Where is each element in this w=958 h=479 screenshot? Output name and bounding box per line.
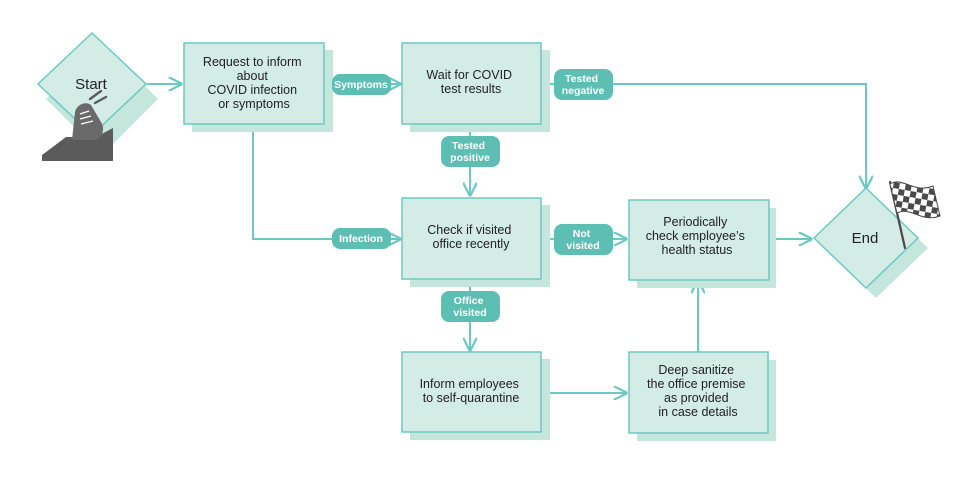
- step-check-line-1: Check if visited: [427, 223, 511, 237]
- step-wait: Wait for COVID test results: [401, 42, 550, 132]
- label-tested-negative: Tested negative: [554, 69, 613, 100]
- step-sanitize-line-4: in case details: [658, 405, 737, 419]
- svg-text:Inform employees to self: Inform employees to self-quarantine: [420, 377, 523, 405]
- svg-text:Check if visited office: Check if visited office recently: [427, 223, 515, 251]
- step-sanitize-line-1: Deep sanitize: [658, 363, 734, 377]
- svg-text:Not visited: Not visited: [566, 228, 599, 252]
- step-check-line-2: office recently: [433, 237, 511, 251]
- step-periodic-line-1: Periodically: [663, 215, 728, 229]
- step-periodic-line-2: check employee’s: [646, 229, 745, 243]
- start-label: Start: [75, 76, 108, 93]
- step-check: Check if visited office recently: [401, 197, 550, 287]
- step-request-line-1: Request to inform: [203, 55, 302, 69]
- label-symptoms: Symptoms: [332, 74, 391, 95]
- connector-negative-end: [612, 83, 866, 188]
- step-request-line-2: about: [237, 69, 269, 83]
- step-periodic-line-3: health status: [662, 243, 733, 257]
- svg-text:Request to inform about: Request to inform about COVID infection …: [203, 55, 305, 111]
- running-shoe-icon: [42, 89, 113, 161]
- step-request: Request to inform about COVID infection …: [183, 42, 333, 132]
- label-office-visited: Office visited: [441, 291, 500, 322]
- svg-text:Wait for COVID test resu: Wait for COVID test results: [426, 68, 515, 96]
- step-request-line-4: or symptoms: [218, 97, 290, 111]
- label-infection: Infection: [332, 228, 391, 249]
- end-label: End: [852, 230, 879, 247]
- step-wait-line-1: Wait for COVID: [426, 68, 512, 82]
- svg-text:Tested negative: Tested negative: [562, 73, 605, 97]
- svg-text:Periodically check emplo: Periodically check employee’s health sta…: [646, 215, 749, 257]
- step-wait-line-2: test results: [441, 82, 501, 96]
- svg-text:Deep sanitize the office: Deep sanitize the office premise as prov…: [647, 363, 749, 419]
- checkered-flag-icon: [888, 180, 941, 250]
- step-inform: Inform employees to self-quarantine: [401, 351, 550, 440]
- step-inform-line-1: Inform employees: [420, 377, 519, 391]
- step-sanitize-line-2: the office premise: [647, 377, 745, 391]
- svg-text:Tested positive: Tested positive: [450, 140, 490, 164]
- end-terminal: End: [812, 186, 928, 298]
- svg-text:Infection: Infection: [339, 233, 383, 245]
- label-tested-positive: Tested positive: [441, 136, 500, 167]
- step-inform-line-2: to self-quarantine: [423, 391, 520, 405]
- connector-request-infection: [252, 124, 334, 240]
- step-sanitize-line-3: as provided: [664, 391, 729, 405]
- step-request-line-3: COVID infection: [207, 83, 297, 97]
- svg-text:Office visited: Office visited: [453, 295, 486, 319]
- step-sanitize: Deep sanitize the office premise as prov…: [628, 351, 776, 441]
- label-not-visited: Not visited: [554, 224, 613, 255]
- step-periodic: Periodically check employee’s health sta…: [628, 199, 776, 288]
- svg-text:Symptoms: Symptoms: [334, 79, 388, 91]
